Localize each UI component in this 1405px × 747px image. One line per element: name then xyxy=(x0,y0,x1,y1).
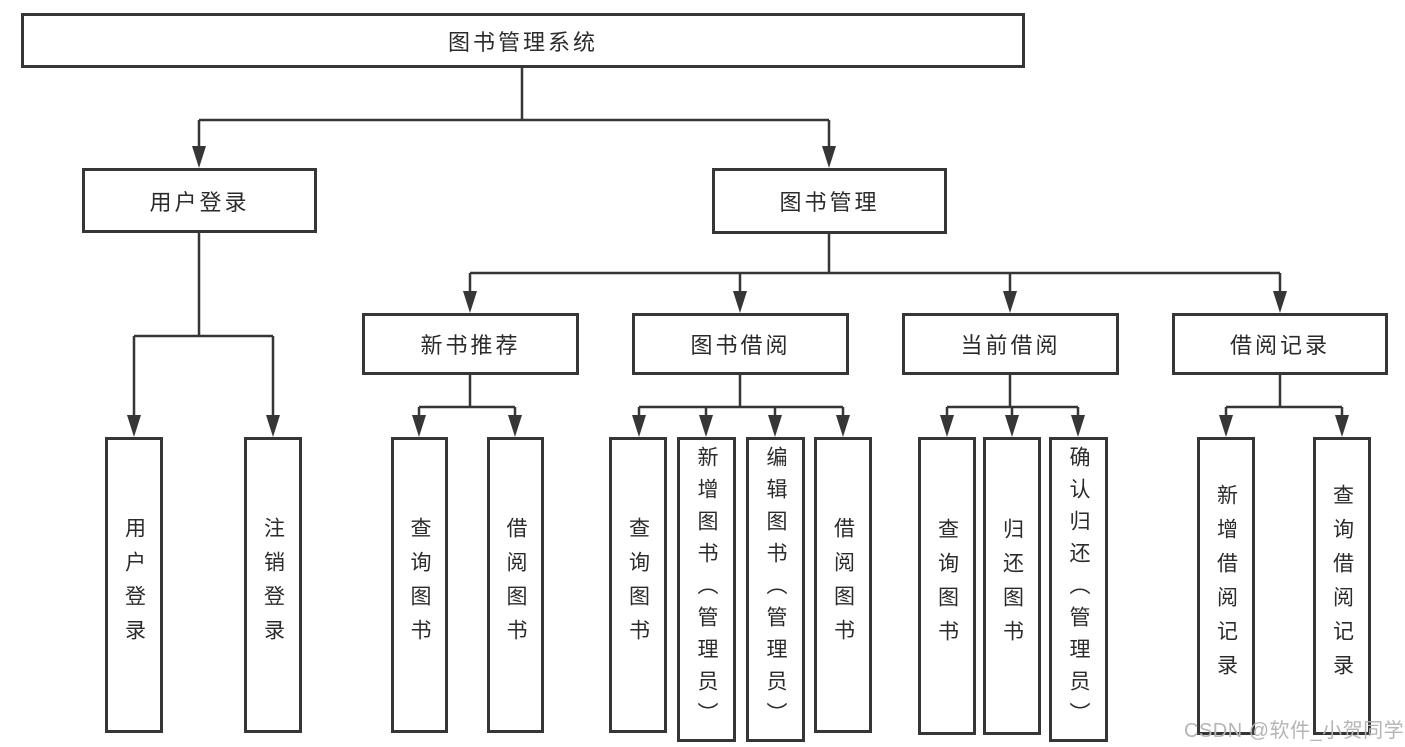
leaf-add-books-admin: 新增图书（管理员） xyxy=(677,437,736,742)
leaf-label: 借阅图书 xyxy=(831,517,855,653)
arrowhead-icons xyxy=(127,146,1349,437)
leaf-edit-books-admin: 编辑图书（管理员） xyxy=(746,437,805,742)
leaf-label: 新增借阅记录 xyxy=(1214,484,1238,688)
node-new-book-recommend: 新书推荐 xyxy=(362,313,579,375)
node-current-borrow: 当前借阅 xyxy=(902,313,1119,375)
leaf-user-login: 用户登录 xyxy=(105,437,163,733)
leaf-label: 查询借阅记录 xyxy=(1330,484,1354,688)
leaf-label: 编辑图书（管理员） xyxy=(764,445,787,734)
leaf-label: 查询图书 xyxy=(626,517,650,653)
leaf-borrow-books: 借阅图书 xyxy=(814,437,872,733)
leaf-borrow-books-recommend: 借阅图书 xyxy=(487,437,544,733)
leaf-confirm-return-admin: 确认归还（管理员） xyxy=(1049,437,1108,742)
leaf-label: 新增图书（管理员） xyxy=(695,445,718,734)
leaf-label: 借阅图书 xyxy=(504,517,527,653)
leaf-query-borrow-record: 查询借阅记录 xyxy=(1313,437,1371,735)
leaf-label: 用户登录 xyxy=(122,517,146,653)
leaf-query-books-borrow: 查询图书 xyxy=(609,437,667,733)
leaf-label: 查询图书 xyxy=(935,518,959,654)
leaf-add-borrow-record: 新增借阅记录 xyxy=(1197,437,1255,735)
node-book-management: 图书管理 xyxy=(712,168,947,234)
node-user-login: 用户登录 xyxy=(82,168,317,233)
leaf-return-books: 归还图书 xyxy=(983,437,1041,735)
leaf-label: 注销登录 xyxy=(261,517,285,653)
leaf-query-books-current: 查询图书 xyxy=(918,437,976,735)
leaf-label: 归还图书 xyxy=(1000,518,1024,654)
leaf-query-books-recommend: 查询图书 xyxy=(391,437,448,733)
leaf-logout: 注销登录 xyxy=(244,437,302,733)
node-library-management-system: 图书管理系统 xyxy=(21,13,1025,68)
leaf-label: 查询图书 xyxy=(408,517,431,653)
leaf-label: 确认归还（管理员） xyxy=(1067,445,1090,734)
csdn-watermark: CSDN @软件_小贺同学 xyxy=(1184,720,1405,742)
node-borrow-records: 借阅记录 xyxy=(1172,313,1388,375)
node-book-borrow: 图书借阅 xyxy=(632,313,849,375)
